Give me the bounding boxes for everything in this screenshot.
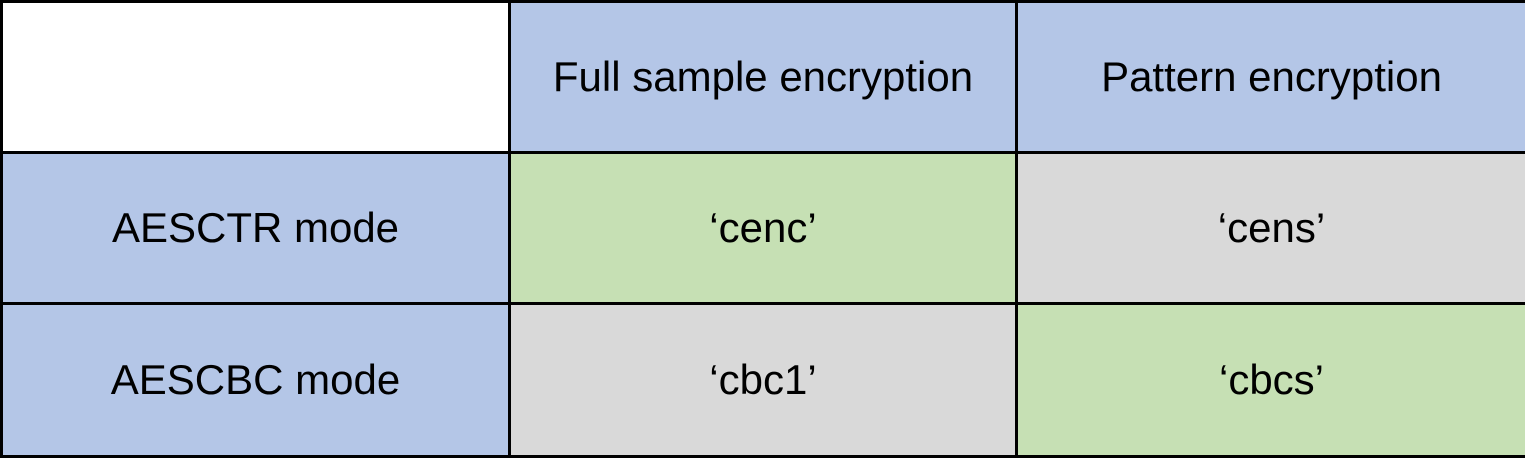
row-header-aesctr-mode: AESCTR mode (2, 153, 510, 304)
cell-cenc: ‘cenc’ (510, 153, 1017, 304)
column-header-pattern-encryption: Pattern encryption (1017, 2, 1525, 153)
corner-cell (2, 2, 510, 153)
column-header-full-sample-encryption: Full sample encryption (510, 2, 1017, 153)
cell-cbc1: ‘cbc1’ (510, 304, 1017, 457)
cell-cens: ‘cens’ (1017, 153, 1525, 304)
cell-cbcs: ‘cbcs’ (1017, 304, 1525, 457)
table-row-aescbc: AESCBC mode ‘cbc1’ ‘cbcs’ (2, 304, 1525, 457)
header-row: Full sample encryption Pattern encryptio… (2, 2, 1525, 153)
table-row-aesctr: AESCTR mode ‘cenc’ ‘cens’ (2, 153, 1525, 304)
row-header-aescbc-mode: AESCBC mode (2, 304, 510, 457)
